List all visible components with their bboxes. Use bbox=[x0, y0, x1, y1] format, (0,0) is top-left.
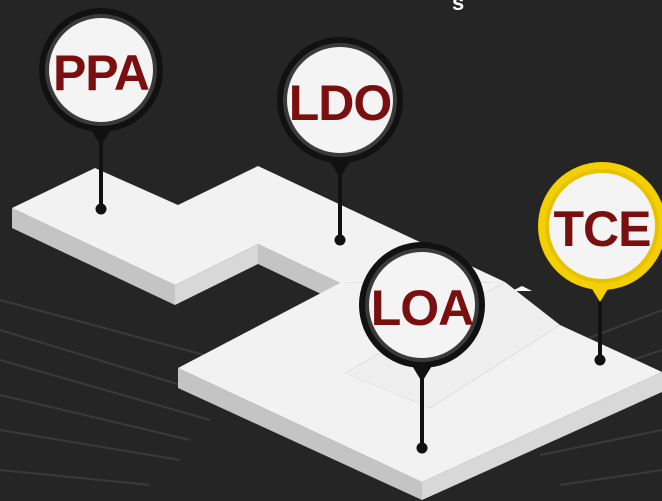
milestone-pin-highlighted: TCE bbox=[538, 162, 662, 366]
path-side-face bbox=[258, 244, 340, 303]
pin-tip bbox=[329, 160, 351, 178]
milestone-pin: LOA bbox=[359, 242, 485, 454]
path-side-face bbox=[12, 208, 175, 305]
pin-anchor-dot bbox=[594, 354, 606, 366]
pin-tip bbox=[90, 128, 112, 146]
milestone-label-ppa: PPA bbox=[53, 45, 149, 101]
milestone-label-ldo: LDO bbox=[289, 75, 392, 131]
pin-tip bbox=[411, 364, 433, 382]
pin-face bbox=[287, 47, 393, 153]
path-side-face bbox=[175, 244, 258, 305]
pin-anchor-dot bbox=[95, 203, 107, 215]
milestone-pin: LDO bbox=[277, 37, 403, 246]
path-top-face bbox=[12, 166, 505, 285]
path-side-face bbox=[422, 372, 662, 500]
path-side-face bbox=[178, 368, 422, 500]
cropped-title-fragment: s bbox=[452, 0, 464, 15]
milestone-label-tce: TCE bbox=[554, 201, 651, 257]
small-caret-mark bbox=[512, 286, 532, 291]
path-top-face bbox=[178, 282, 662, 482]
isometric-path bbox=[12, 166, 662, 500]
pin-face bbox=[49, 18, 153, 122]
pin-anchor-dot bbox=[416, 442, 428, 454]
milestone-pin: PPA bbox=[39, 8, 163, 215]
pin-face bbox=[549, 173, 655, 279]
pin-anchor-dot bbox=[334, 234, 346, 246]
milestone-label-loa: LOA bbox=[371, 280, 474, 336]
pin-face bbox=[369, 252, 475, 358]
